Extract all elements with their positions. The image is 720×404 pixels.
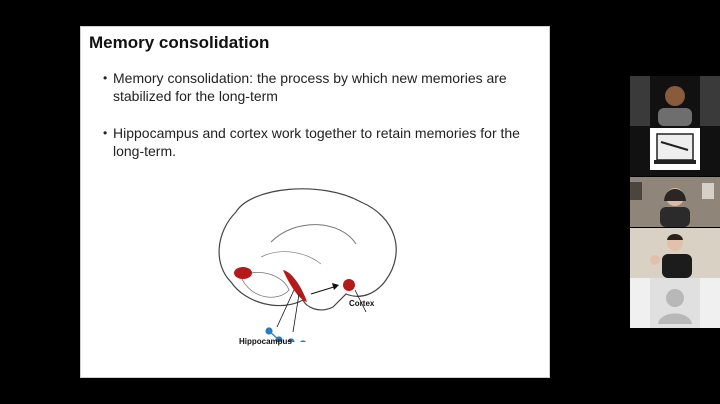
cortex-label: Cortex (349, 299, 375, 308)
hippocampus-region (283, 270, 307, 302)
bullet-dot: • (103, 71, 108, 85)
participant-1-video (650, 76, 700, 126)
participant-video-4[interactable] (630, 228, 720, 278)
cortex-region-back (343, 279, 355, 291)
participant-avatar-tile[interactable] (630, 278, 720, 328)
bullet-text: Hippocampus and cortex work together to … (113, 125, 520, 159)
hippo-pointer-1 (276, 289, 295, 328)
participant-logo-tile[interactable] (630, 126, 720, 176)
bullet-text: Memory consolidation: the process by whi… (113, 70, 507, 104)
participant-3-video (630, 182, 714, 227)
hippo-pointer-2 (292, 293, 300, 333)
slide-title: Memory consolidation (89, 33, 270, 52)
cerebellum (240, 272, 290, 298)
slide-bullet-1: • Memory consolidation: the process by w… (103, 69, 543, 105)
brain-fold (260, 251, 322, 265)
participant-video-1[interactable] (630, 76, 720, 126)
participant-video-3[interactable] (630, 177, 720, 227)
hippocampus-label: Hippocampus (239, 337, 292, 346)
bullet-dot: • (103, 126, 108, 140)
network-left (265, 327, 283, 342)
presentation-slide: Memory consolidation • Memory consolidat… (80, 26, 550, 378)
slide-bullet-2: • Hippocampus and cortex work together t… (103, 124, 543, 160)
arrow-head (332, 283, 339, 290)
brain-outline (218, 188, 397, 311)
brain-diagram (218, 188, 397, 342)
cortex-pointer (354, 289, 367, 313)
arrow-line (310, 285, 338, 295)
cortex-region-front (234, 267, 252, 279)
network-right (287, 338, 306, 342)
corpus-callosum (270, 224, 357, 245)
saving-scientist-logo (650, 128, 700, 170)
participant-4-video (650, 234, 692, 278)
user-avatar-icon (650, 278, 700, 328)
